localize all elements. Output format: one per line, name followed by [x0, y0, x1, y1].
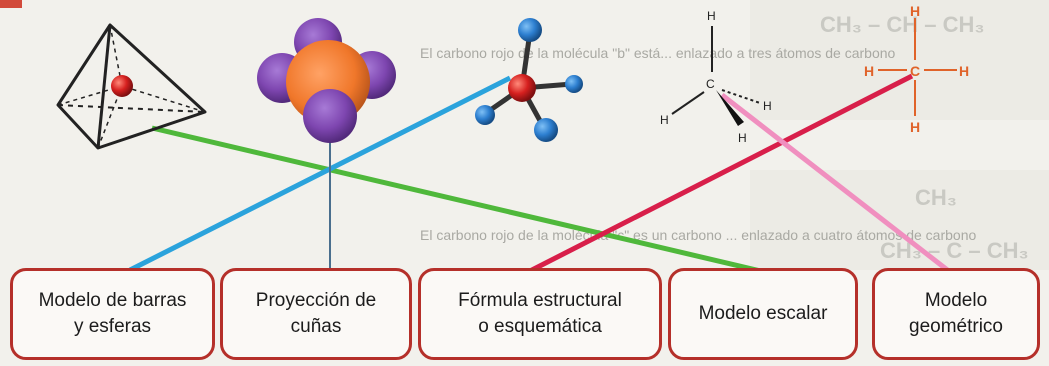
tetrahedron-model: [56, 23, 207, 150]
wedge-bond-left: [671, 91, 705, 115]
red-corner-mark: [0, 0, 22, 8]
tetrahedron-edge-front: [96, 24, 112, 149]
label-scalar-model: Modelo escalar: [698, 303, 828, 325]
structural-label-c: C: [910, 63, 920, 79]
wedge-label-h-left: H: [660, 113, 669, 127]
structural-label-h-right: H: [959, 63, 969, 79]
tetrahedron-inner-2: [57, 85, 123, 106]
structural-label-h-left: H: [864, 63, 874, 79]
wedge-bond-right-dashed: [721, 89, 761, 104]
connection-lines: [128, 73, 952, 275]
hydrogen-sphere-right: [565, 75, 583, 93]
label-box-scalar-model: Modelo escalar: [668, 268, 858, 360]
structural-label-h-top: H: [910, 3, 920, 19]
structural-label-h-bottom: H: [910, 119, 920, 135]
background-text-lower-right: CH₃ – C – CH₃: [880, 238, 1029, 263]
label-box-geometric-model: Modelo geométrico: [872, 268, 1040, 360]
line-pink: [720, 93, 952, 274]
tetrahedron-inner-3: [97, 85, 123, 149]
hydrogen-sphere-top: [518, 18, 542, 42]
ball-and-stick-model: [475, 18, 583, 142]
line-blue: [128, 75, 512, 273]
wedge-bond-bold: [716, 90, 744, 126]
background-text-upper-right: CH₃ – CH – CH₃: [820, 12, 985, 37]
structural-formula: H C H H H: [864, 3, 969, 135]
purple-sphere-bottom: [303, 89, 357, 143]
wedge-label-h-top: H: [707, 9, 716, 23]
line-red: [526, 73, 914, 275]
hydrogen-sphere-bottom: [534, 118, 558, 142]
wedge-label-c: C: [706, 77, 715, 91]
label-ball-and-stick: Modelo de barras y esferas: [38, 290, 187, 337]
label-geometric-model: Modelo geométrico: [909, 290, 1003, 337]
faint-panel-bottom: [750, 170, 1049, 270]
wedge-label-h-bottom: H: [738, 131, 747, 145]
hydrogen-sphere-left: [475, 105, 495, 125]
label-box-structural-formula: Fórmula estructural o esquemática: [418, 268, 662, 360]
tetrahedron-inner-4: [121, 85, 206, 113]
wedge-projection-model: H C H H H: [660, 9, 772, 145]
background-text-upper-left: El carbono rojo de la molécula "b" está.…: [420, 45, 896, 61]
space-filling-model: [257, 18, 396, 143]
label-box-ball-and-stick: Modelo de barras y esferas: [10, 268, 215, 360]
label-structural-formula: Fórmula estructural o esquemática: [458, 290, 622, 337]
label-wedge-projection: Proyección de cuñas: [255, 290, 377, 337]
central-atom-sphere: [111, 75, 133, 97]
faint-panel-top: [750, 0, 1049, 120]
background-page: El carbono rojo de la molécula "b" está.…: [0, 0, 1049, 270]
tetrahedron-edge-back: [57, 104, 206, 113]
line-green: [151, 125, 766, 275]
label-box-wedge-projection: Proyección de cuñas: [220, 268, 412, 360]
wedge-label-h-right: H: [763, 99, 772, 113]
background-text-lower-right-top: CH₃: [915, 185, 957, 210]
background-text-lower-left: El carbono rojo de la molécula "c" es un…: [420, 227, 976, 243]
carbon-sphere: [508, 74, 536, 102]
